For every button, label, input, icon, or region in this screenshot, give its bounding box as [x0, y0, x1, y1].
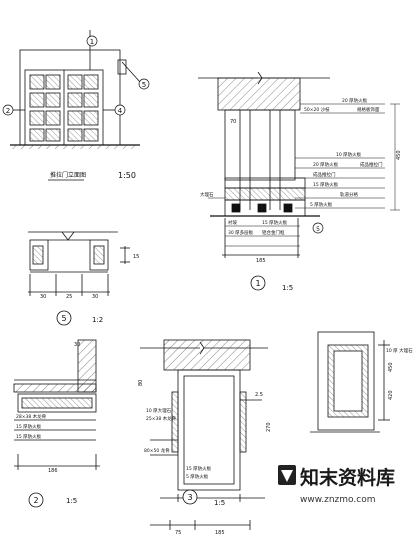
- dim-label: 80: [138, 380, 144, 386]
- detail-number: 5: [61, 314, 66, 323]
- dim-label: 70: [230, 119, 236, 125]
- dim-label: 450: [396, 150, 402, 160]
- dim-label: 30: [74, 342, 80, 348]
- detail-number: 1: [255, 279, 260, 288]
- annotation: 28×38 木龙骨: [16, 413, 47, 420]
- section-marker-label: 5: [316, 226, 320, 233]
- annotation: 规格板饰面: [357, 106, 380, 113]
- annotation: 15 厚防火板: [313, 181, 339, 188]
- detail-1-leaders: [208, 103, 400, 247]
- detail-number: 2: [33, 496, 38, 505]
- marker-label: 4: [118, 107, 123, 115]
- annotation: 80×50 龙骨: [144, 447, 170, 454]
- watermark-brand: 知末资料库: [300, 466, 395, 489]
- annotation: 10 厚 大理石: [386, 347, 413, 354]
- detail-number-circle: [28, 492, 44, 508]
- annotation: 15 厚防火板: [262, 219, 288, 226]
- annotation: 20 厚防火板: [342, 97, 368, 104]
- dim-label: 75: [175, 530, 181, 536]
- elevation-title: 推拉门立面图: [50, 171, 86, 179]
- annotation: 轨道分格: [340, 191, 358, 198]
- dim-label: 25: [66, 294, 72, 300]
- annotation: 铝合金门框: [262, 229, 285, 236]
- annotation: 10 厚防火板: [336, 151, 362, 158]
- marker-label: 5: [142, 81, 146, 89]
- detail-scale: 1:5: [66, 497, 77, 505]
- section-marker: [312, 222, 324, 234]
- annotation: 衬玻: [228, 219, 237, 226]
- detail-number-circle: [56, 310, 72, 326]
- detail-number-circle: [182, 489, 198, 505]
- dim-label: 30: [92, 294, 98, 300]
- annotation: 20 厚防火板: [313, 161, 339, 168]
- annotation: 30 厚多层板: [228, 229, 254, 236]
- annotation: 15 厚防火板: [16, 433, 42, 440]
- annotation: 15 厚防火板: [16, 423, 42, 430]
- detail-scale: 1:5: [214, 499, 225, 507]
- annotation: 大理石: [200, 191, 214, 198]
- dim-label: 15: [133, 254, 139, 260]
- detail-scale: 1:5: [282, 284, 293, 292]
- dim-label: 30: [40, 294, 46, 300]
- detail-scale: 1:2: [92, 316, 103, 324]
- dim-label: 186: [48, 468, 58, 474]
- detail-3-section: [140, 339, 268, 530]
- dim-label: 270: [266, 422, 272, 432]
- watermark-logo: 知末资料库 www.znzmo.com: [278, 465, 395, 505]
- annotation: 15 厚防火板: [186, 465, 212, 472]
- annotation: 成品推拉门: [360, 161, 383, 168]
- annotation: 5 厚防火板: [186, 473, 209, 480]
- detail-4-section: [310, 331, 390, 433]
- detail-number-circle: [250, 275, 266, 291]
- dim-label: 450: [388, 362, 394, 372]
- watermark-url: www.znzmo.com: [300, 495, 375, 505]
- elevation-markers: [2, 35, 150, 116]
- annotation: 50×20 沙枝: [304, 106, 330, 113]
- annotation: 成品推拉门: [313, 171, 336, 178]
- detail-number: 3: [187, 493, 192, 502]
- dim-label: 420: [388, 390, 394, 400]
- dim-label: 185: [256, 258, 266, 264]
- dim-label: 185: [215, 530, 225, 536]
- elevation-scale: 1:50: [118, 171, 136, 180]
- door-glass-grid: [29, 74, 99, 142]
- marker-label: 2: [6, 107, 10, 115]
- annotation: 5 厚防火板: [310, 201, 333, 208]
- annotation: 10 厚大理石: [146, 407, 172, 414]
- marker-label: 1: [90, 38, 94, 46]
- annotation: 25×38 木龙骨: [146, 415, 177, 422]
- door-elevation: [10, 30, 141, 149]
- detail-2-section: [13, 339, 100, 470]
- detail-5-section: [28, 231, 130, 296]
- dim-label: 2.5: [255, 392, 263, 398]
